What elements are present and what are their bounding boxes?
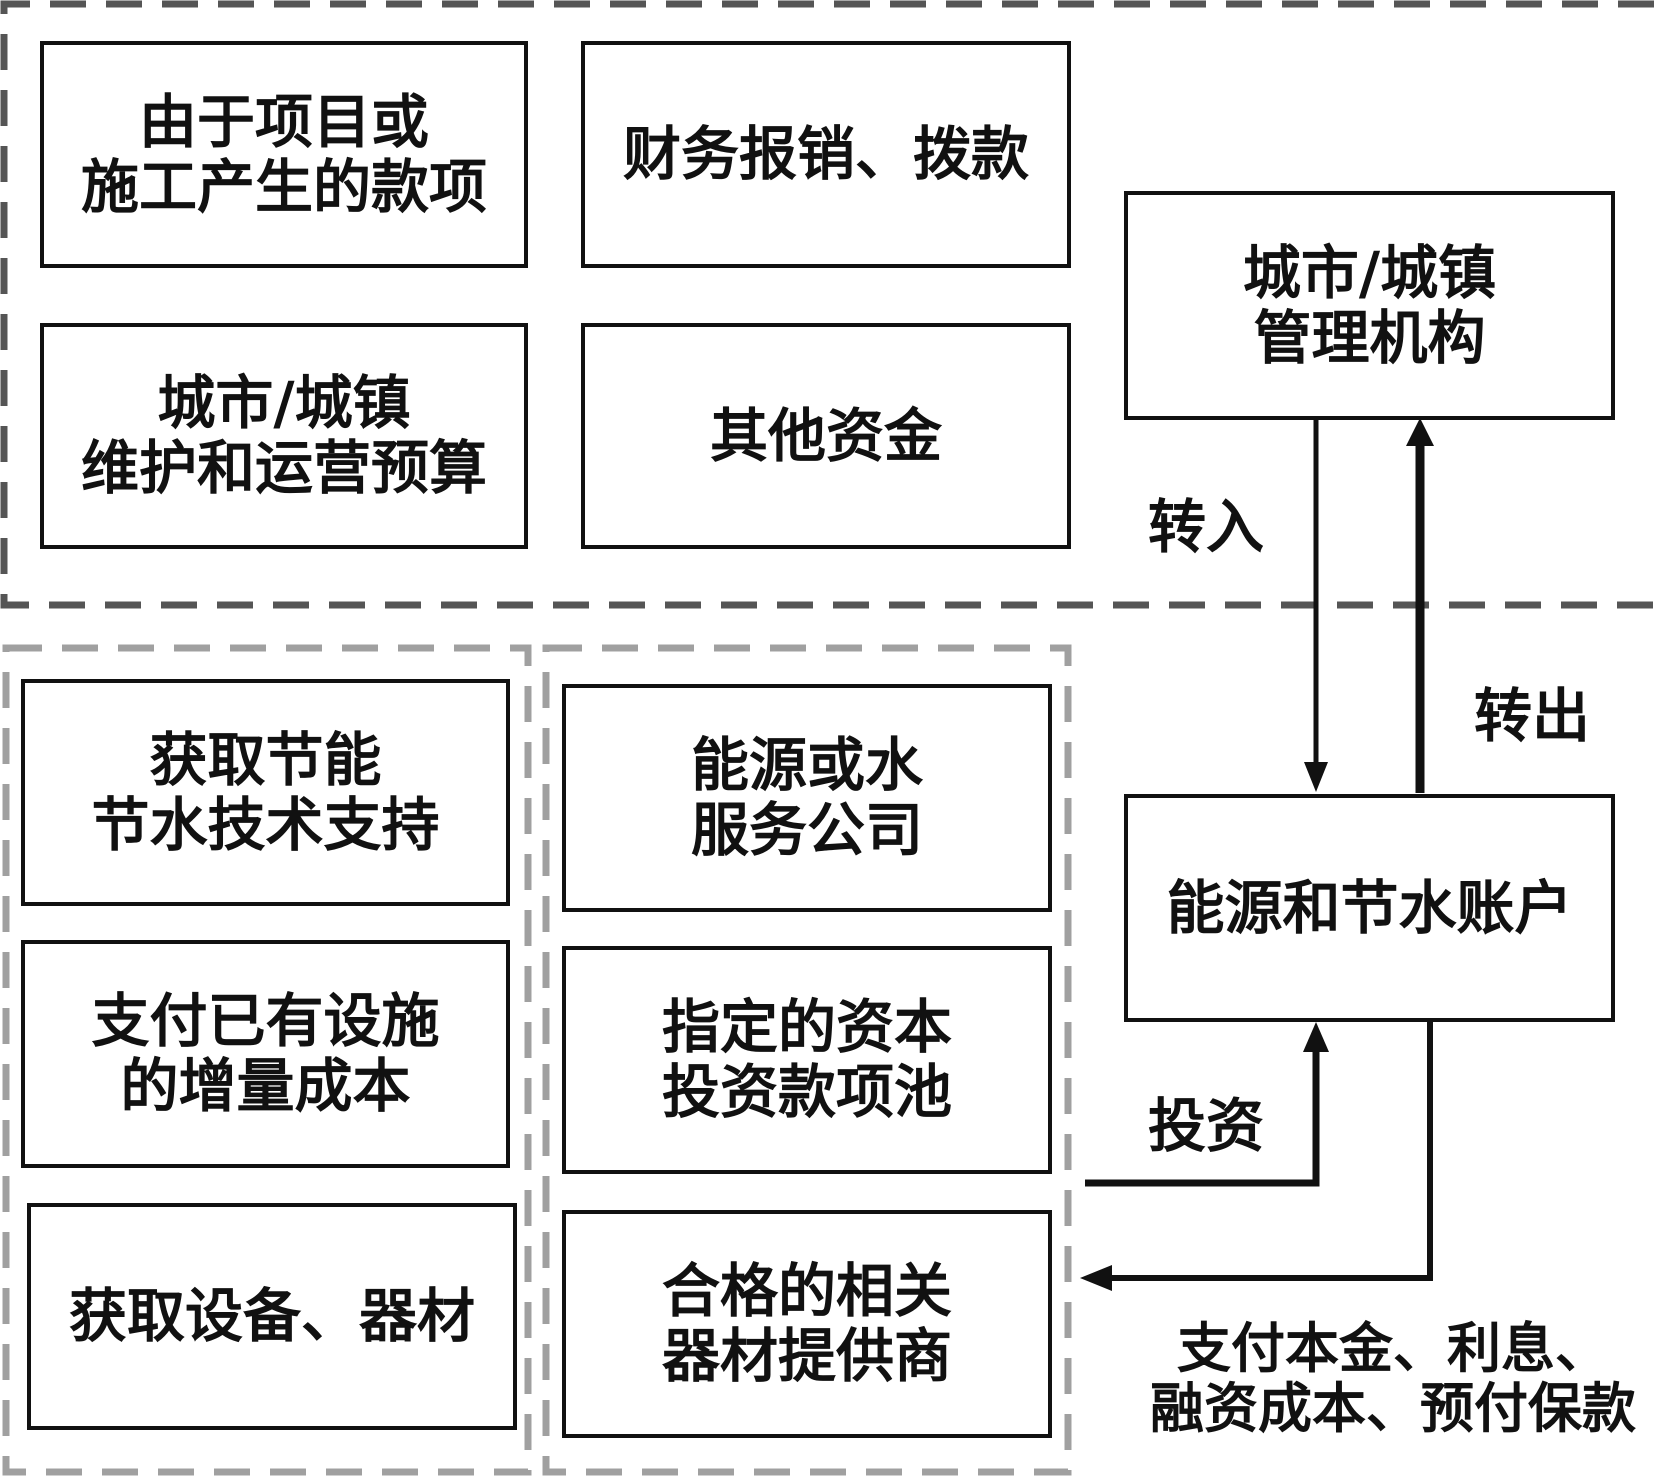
transfer-in-arrowhead [1304, 762, 1328, 792]
label-invest: 投资 [1148, 1092, 1265, 1160]
box-equipment-label: 获取设备、器材 [68, 1282, 475, 1351]
box-project-funds-label: 由于项目或 施工产生的款项 [80, 87, 487, 221]
box-suppliers: 合格的相关 器材提供商 [562, 1210, 1052, 1438]
box-account: 能源和节水账户 [1124, 794, 1615, 1022]
payments-arrow [1110, 1019, 1433, 1281]
box-other-funds-label: 其他资金 [709, 401, 942, 470]
box-incremental-cost: 支付已有设施 的增量成本 [21, 940, 510, 1168]
box-suppliers-label: 合格的相关 器材提供商 [661, 1257, 952, 1390]
label-transfer-in: 转入 [1148, 493, 1265, 561]
box-city-budget: 城市/城镇 维护和运营预算 [40, 323, 528, 549]
label-payments: 支付本金、利息、 融资成本、预付保款 [1150, 1316, 1636, 1441]
label-transfer-out: 转出 [1474, 682, 1591, 750]
box-capital-pool: 指定的资本 投资款项池 [562, 946, 1052, 1174]
box-tech-support-label: 获取节能 节水技术支持 [91, 725, 440, 859]
box-capital-pool-label: 指定的资本 投资款项池 [661, 993, 952, 1126]
box-incremental-cost-label: 支付已有设施 的增量成本 [91, 987, 440, 1120]
box-equipment: 获取设备、器材 [27, 1203, 517, 1430]
box-account-label: 能源和节水账户 [1166, 873, 1573, 942]
box-energy-company: 能源或水 服务公司 [562, 684, 1052, 912]
box-city-admin: 城市/城镇 管理机构 [1124, 191, 1615, 420]
box-finance: 财务报销、拨款 [581, 41, 1071, 268]
payments-arrowhead [1080, 1265, 1112, 1291]
box-other-funds: 其他资金 [581, 323, 1071, 549]
box-tech-support: 获取节能 节水技术支持 [21, 679, 510, 906]
box-finance-label: 财务报销、拨款 [622, 120, 1029, 189]
box-city-budget-label: 城市/城镇 维护和运营预算 [80, 369, 487, 502]
box-project-funds: 由于项目或 施工产生的款项 [40, 41, 528, 268]
invest-arrowhead [1303, 1022, 1329, 1052]
invest-arrow [1085, 1050, 1320, 1187]
box-energy-company-label: 能源或水 服务公司 [690, 731, 923, 864]
transfer-out-arrowhead [1406, 418, 1434, 446]
box-city-admin-label: 城市/城镇 管理机构 [1242, 238, 1497, 372]
